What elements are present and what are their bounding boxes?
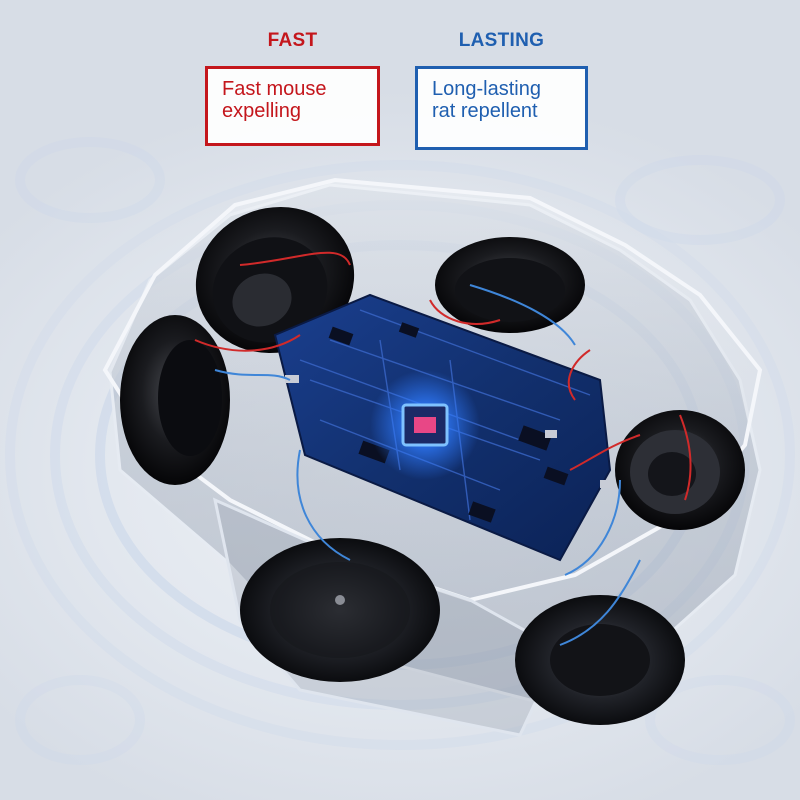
speaker-wires [194, 251, 692, 646]
lasting-feature-callout: LASTING Long-lasting rat repellent [415, 30, 588, 150]
lasting-feature-box: Long-lasting rat repellent [415, 66, 588, 150]
left-speaker [120, 315, 230, 485]
fast-feature-line-2: expelling [222, 100, 301, 122]
right-speaker [615, 410, 745, 530]
top-left-speaker [195, 207, 355, 353]
top-center-speaker [435, 237, 585, 333]
bottom-right-speaker [515, 595, 685, 725]
fast-feature-line-1: Fast mouse [222, 78, 327, 100]
bottom-speaker [240, 538, 440, 682]
fast-feature-title: FAST [267, 30, 318, 51]
fast-feature-box: Fast mouse expelling [205, 66, 380, 146]
lasting-feature-title: LASTING [458, 30, 545, 51]
lasting-feature-line-2: rat repellent [432, 100, 538, 122]
lasting-feature-line-1: Long-lasting [432, 78, 541, 100]
fast-feature-callout: FAST Fast mouse expelling [205, 30, 380, 146]
circuit-board [273, 293, 612, 562]
